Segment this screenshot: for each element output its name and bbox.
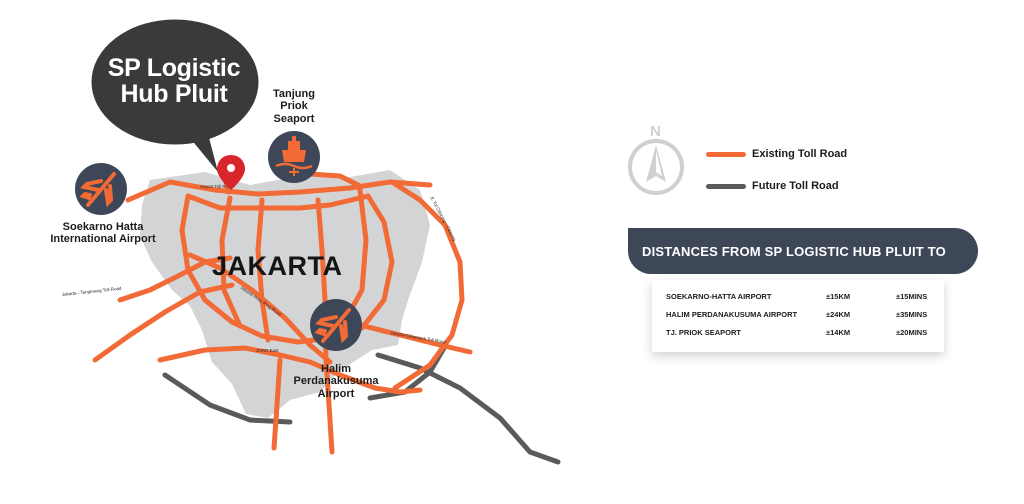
- distance-place: TJ. PRIOK SEAPORT: [666, 328, 742, 337]
- airplane-icon-soekarno: [75, 163, 127, 215]
- road-label-airport-toll: Airport Toll Road: [200, 184, 234, 189]
- soekarno-airport-label: Soekarno Hatta International Airport: [50, 221, 156, 246]
- distance-km: ±14KM: [826, 328, 851, 337]
- distance-place: SOEKARNO-HATTA AIRPORT: [666, 292, 772, 301]
- city-label: JAKARTA: [212, 251, 343, 281]
- hub-speech-bubble: [88, 16, 262, 172]
- airplane-icon-halim: [310, 299, 362, 351]
- distance-mins: ±15MINS: [896, 292, 928, 301]
- road-label-tangerang: Jakarta - Tangerang Toll Road: [62, 286, 123, 297]
- distance-place: HALIM PERDANAKUSUMA AIRPORT: [666, 310, 798, 319]
- legend-existing-toll: Existing Toll Road: [706, 148, 847, 160]
- hub-title: SP Logistic Hub Pluit: [107, 54, 241, 108]
- jakarta-city-area: [140, 170, 430, 418]
- distance-mins: ±20MINS: [896, 328, 928, 337]
- legend-label-future: Future Toll Road: [752, 180, 839, 192]
- distances-table: SOEKARNO-HATTA AIRPORT ±15KM ±15MINS HAL…: [652, 280, 944, 352]
- road-label-cilincing: Jl. Tol Cilincing - Cibitung: [429, 195, 457, 242]
- ship-icon: [268, 131, 320, 183]
- compass-north-label: N: [650, 123, 661, 140]
- location-pin-icon: [217, 155, 245, 190]
- future-toll-roads: [162, 345, 561, 465]
- legend-swatch-future: [706, 183, 746, 189]
- legend-future-toll: Future Toll Road: [706, 180, 839, 192]
- distances-title: DISTANCES FROM SP LOGISTIC HUB PLUIT TO: [628, 228, 978, 274]
- halim-airport-label: Halim Perdanakusuma Airport: [293, 363, 379, 400]
- road-label-jorr: JORR East: [256, 348, 279, 353]
- legend-label-existing: Existing Toll Road: [752, 148, 848, 160]
- compass-icon: N: [628, 123, 684, 195]
- seaport-label: Tanjung Priok Seaport: [273, 88, 315, 125]
- distance-km: ±24KM: [826, 310, 851, 319]
- distance-km: ±15KM: [826, 292, 851, 301]
- legend-swatch-existing: [706, 151, 746, 157]
- distance-mins: ±35MINS: [896, 310, 928, 319]
